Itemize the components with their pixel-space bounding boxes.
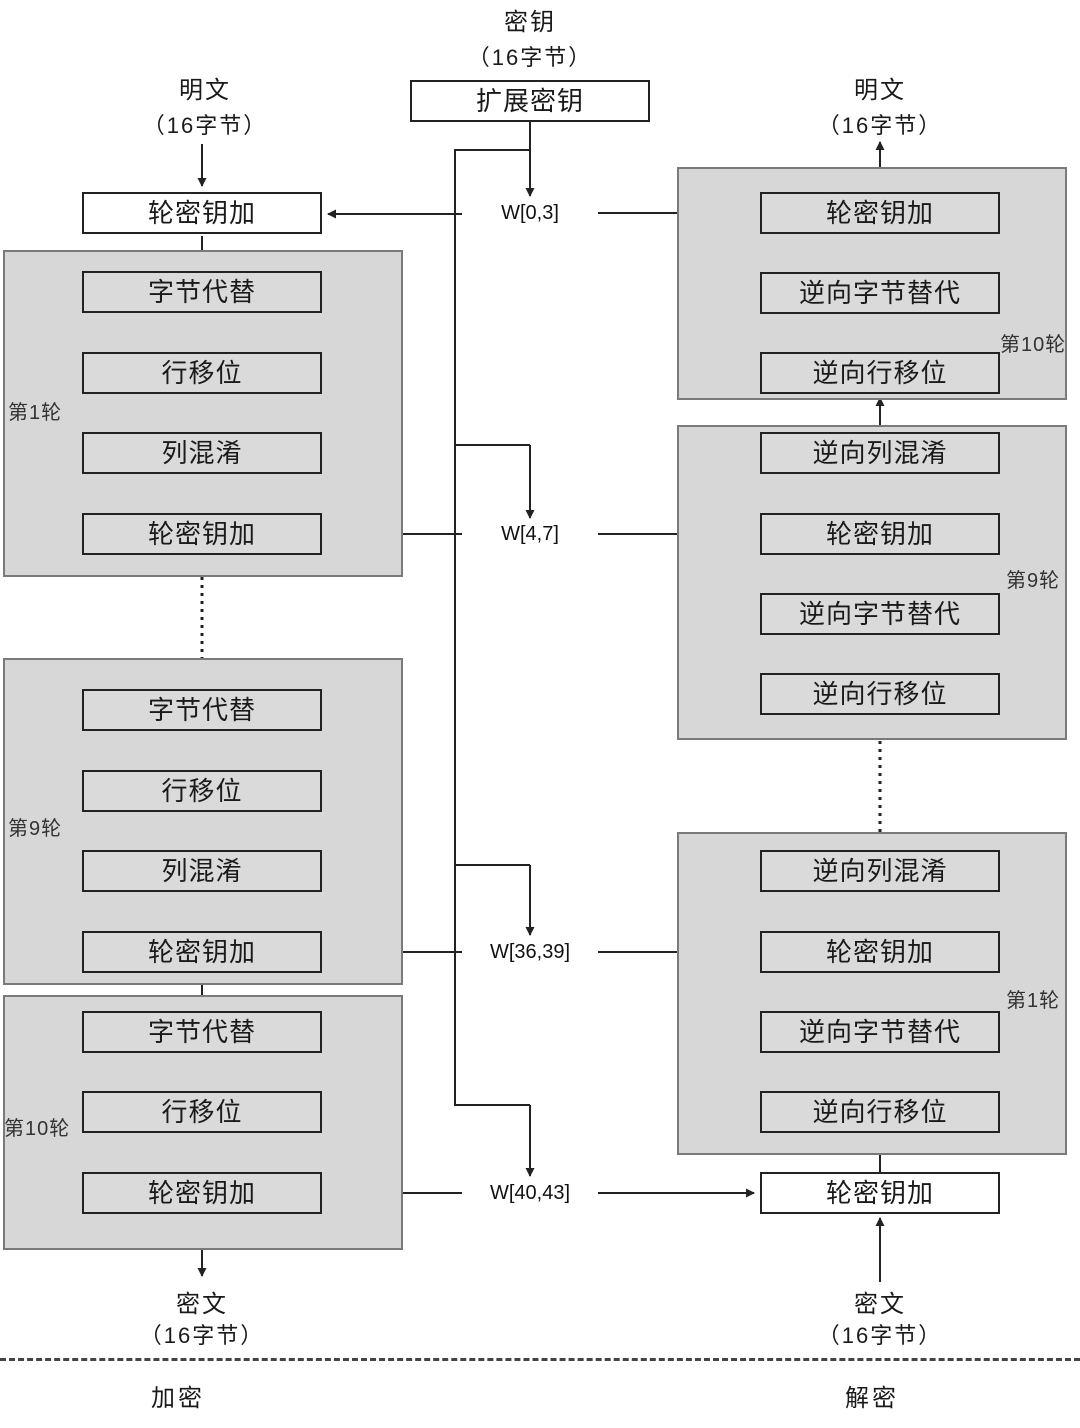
expand-key-box: 扩展密钥 xyxy=(410,80,650,122)
key-subtitle: （16字节） xyxy=(467,45,593,70)
round-key-w4043-label: W[40,43] xyxy=(489,1182,571,1204)
encrypt-initial-addroundkey-box: 轮密钥加 xyxy=(82,192,322,234)
decrypt-round1-invsubbytes-box: 逆向字节替代 xyxy=(760,1011,1000,1053)
round-key-w03-label: W[0,3] xyxy=(501,202,559,224)
encrypt-round9-shiftrows-box: 行移位 xyxy=(82,770,322,812)
left-ciphertext-subtitle: （16字节） xyxy=(139,1323,265,1348)
decrypt-round10-invsubbytes-box: 逆向字节替代 xyxy=(760,272,1000,314)
decrypt-round9-invsubbytes-box: 逆向字节替代 xyxy=(760,593,1000,635)
encrypt-round10-shiftrows-box: 行移位 xyxy=(82,1091,322,1133)
decrypt-round1-addroundkey-box: 轮密钥加 xyxy=(760,931,1000,973)
decrypt-section-label: 解密 xyxy=(845,1385,899,1412)
encrypt-round1-label: 第1轮 xyxy=(8,402,63,424)
encrypt-round9-addroundkey-box: 轮密钥加 xyxy=(82,931,322,973)
decrypt-round1-invmixcolumns-box: 逆向列混淆 xyxy=(760,850,1000,892)
encrypt-round9-mixcolumns-box: 列混淆 xyxy=(82,850,322,892)
encrypt-round9-subbytes-box: 字节代替 xyxy=(82,689,322,731)
left-plaintext-subtitle: （16字节） xyxy=(142,113,268,138)
round-key-w3639-label: W[36,39] xyxy=(489,941,571,963)
encrypt-round10-label: 第10轮 xyxy=(4,1118,71,1140)
encrypt-section-label: 加密 xyxy=(151,1385,205,1412)
encrypt-round9-label: 第9轮 xyxy=(8,818,63,840)
decrypt-round1-invshiftrows-box: 逆向行移位 xyxy=(760,1091,1000,1133)
right-plaintext-subtitle: （16字节） xyxy=(817,113,943,138)
decrypt-round9-invshiftrows-box: 逆向行移位 xyxy=(760,673,1000,715)
right-ciphertext-title: 密文 xyxy=(854,1291,906,1318)
decrypt-round9-addroundkey-box: 轮密钥加 xyxy=(760,513,1000,555)
right-ciphertext-subtitle: （16字节） xyxy=(817,1323,943,1348)
decrypt-round9-invmixcolumns-box: 逆向列混淆 xyxy=(760,432,1000,474)
decrypt-round10-label: 第10轮 xyxy=(1000,334,1067,356)
decrypt-round1-label: 第1轮 xyxy=(1006,990,1061,1012)
encrypt-round1-shiftrows-box: 行移位 xyxy=(82,352,322,394)
encrypt-round1-mixcolumns-box: 列混淆 xyxy=(82,432,322,474)
decrypt-final-addroundkey-box: 轮密钥加 xyxy=(760,1172,1000,1214)
right-plaintext-title: 明文 xyxy=(854,77,906,104)
encrypt-decrypt-divider xyxy=(0,1358,1080,1361)
round-key-w47-label: W[4,7] xyxy=(501,523,559,545)
encrypt-round10-subbytes-box: 字节代替 xyxy=(82,1011,322,1053)
decrypt-round10-addroundkey-box: 轮密钥加 xyxy=(760,192,1000,234)
decrypt-round10-invshiftrows-box: 逆向行移位 xyxy=(760,352,1000,394)
key-title: 密钥 xyxy=(504,9,556,36)
encrypt-round10-addroundkey-box: 轮密钥加 xyxy=(82,1172,322,1214)
left-ciphertext-title: 密文 xyxy=(176,1291,228,1318)
encrypt-round1-addroundkey-box: 轮密钥加 xyxy=(82,513,322,555)
decrypt-round9-label: 第9轮 xyxy=(1006,570,1061,592)
encrypt-round1-subbytes-box: 字节代替 xyxy=(82,271,322,313)
left-plaintext-title: 明文 xyxy=(179,77,231,104)
